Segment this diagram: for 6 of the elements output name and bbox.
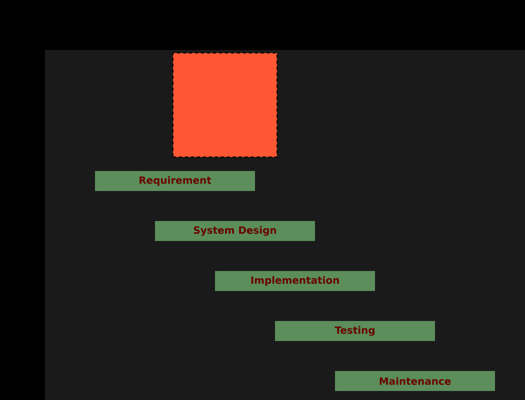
phase-bar: Testing <box>275 321 435 341</box>
phase-bar: Implementation <box>215 271 375 291</box>
phase-bar: Maintenance <box>335 371 495 391</box>
phase-bar: System Design <box>155 221 315 241</box>
dashed-square <box>172 52 278 158</box>
phase-bar: Requirement <box>95 171 255 191</box>
